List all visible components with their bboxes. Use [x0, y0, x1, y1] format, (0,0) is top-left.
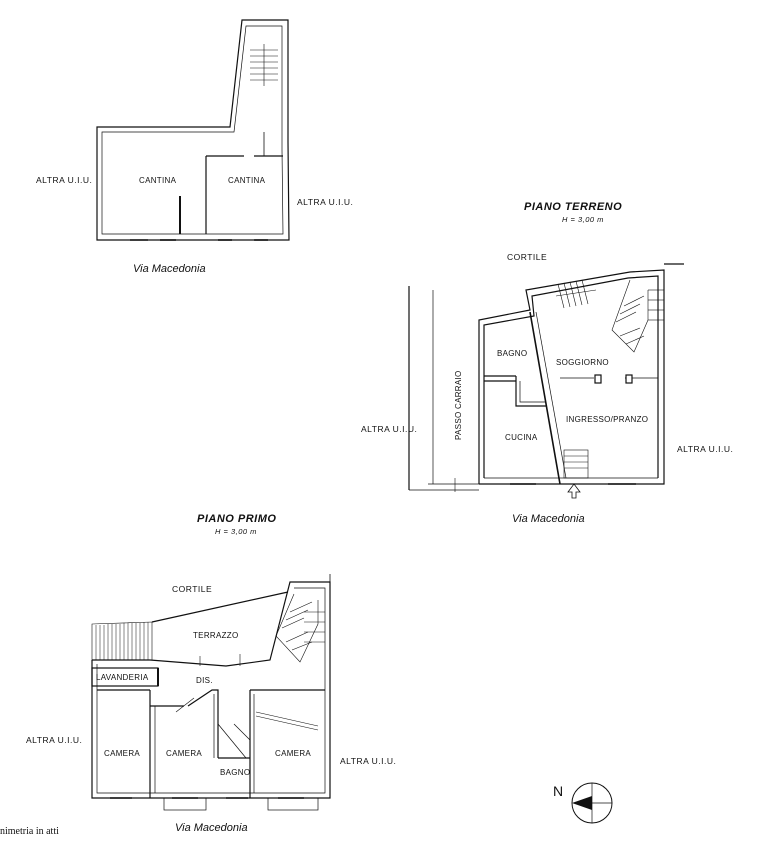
first-floor-plan — [91, 574, 331, 811]
first-floor-camera-1-label: CAMERA — [104, 749, 141, 758]
ground-floor-cucina-label: CUCINA — [505, 433, 538, 442]
first-floor-dis-label: DIS. — [196, 676, 213, 685]
ground-floor-outer-wall — [478, 269, 665, 485]
ground-floor-neighbor-left-label: ALTRA U.I.U. — [361, 424, 418, 434]
ground-floor-neighbor-right-label: ALTRA U.I.U. — [677, 444, 734, 454]
compass-north-label: N — [553, 783, 564, 799]
ground-floor-driveway-label: PASSO CARRAIO — [454, 370, 463, 440]
first-floor-street-label: Via Macedonia — [175, 822, 248, 834]
first-floor-bagno-label: BAGNO — [220, 768, 251, 777]
ground-floor-bagno-label: BAGNO — [497, 349, 528, 358]
first-floor-courtyard-label: CORTILE — [172, 584, 213, 594]
cellar-plan — [96, 19, 290, 241]
cellar-room-1-label: CANTINA — [139, 176, 177, 185]
cellar-neighbor-left-label: ALTRA U.I.U. — [36, 175, 93, 185]
ground-floor-height: H = 3,00 m — [562, 215, 604, 224]
first-floor-title: PIANO PRIMO — [197, 513, 277, 525]
ground-floor-ingresso-label: INGRESSO/PRANZO — [566, 415, 649, 424]
footer-note: nimetria in atti — [0, 826, 59, 837]
compass-rose — [571, 782, 613, 824]
ground-floor-courtyard-label: CORTILE — [507, 252, 548, 262]
first-floor-camera-3-label: CAMERA — [275, 749, 312, 758]
cellar-room-2-label: CANTINA — [228, 176, 266, 185]
first-floor-height: H = 3,00 m — [215, 527, 257, 536]
cellar-inner-wall — [101, 25, 284, 235]
cellar-outer-wall — [96, 19, 290, 241]
first-floor-terrazzo-label: TERRAZZO — [193, 631, 239, 640]
ground-floor-street-label: Via Macedonia — [512, 513, 585, 525]
ground-floor-title: PIANO TERRENO — [524, 201, 623, 213]
ground-floor-soggiorno-label: SOGGIORNO — [556, 358, 609, 367]
first-floor-camera-2-label: CAMERA — [166, 749, 203, 758]
first-floor-lavanderia-label: LAVANDERIA — [96, 673, 149, 682]
cellar-street-label: Via Macedonia — [133, 263, 206, 275]
ground-floor-plan — [408, 263, 684, 499]
cellar-neighbor-right-label: ALTRA U.I.U. — [297, 197, 354, 207]
first-floor-neighbor-right-label: ALTRA U.I.U. — [340, 756, 397, 766]
first-floor-neighbor-left-label: ALTRA U.I.U. — [26, 735, 83, 745]
